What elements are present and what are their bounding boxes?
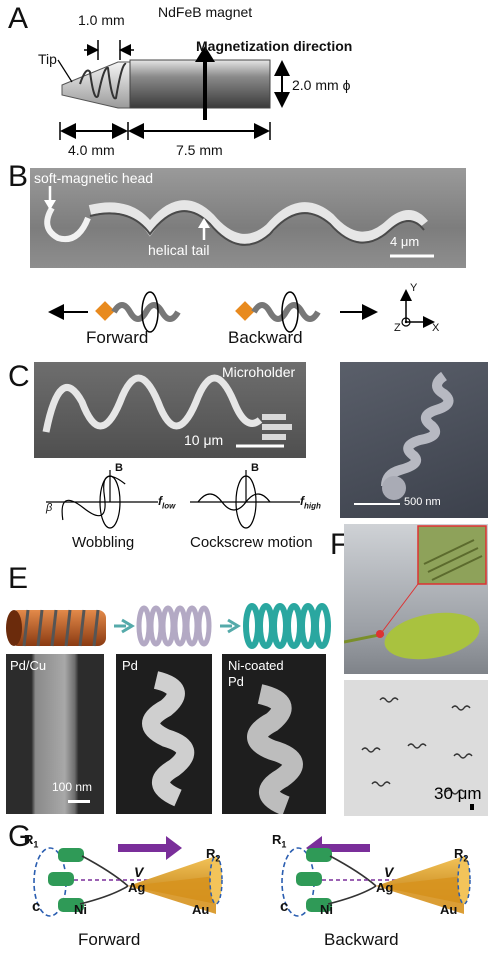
label-ag-b: Ag	[376, 880, 394, 895]
label-len-tip: 4.0 mm	[68, 142, 115, 158]
axis-y: Y	[410, 282, 418, 294]
label-beta: β	[46, 502, 53, 514]
label-ag-a: Ag	[128, 880, 146, 895]
label-nicoated-pd: Pd	[228, 674, 244, 689]
label-fhigh: fhigh	[300, 494, 321, 511]
sem-image-helix: soft-magnetic head helical tail 4 μm	[30, 168, 466, 268]
label-diameter: 2.0 mm ϕ	[292, 77, 351, 93]
label-r1-a: R1	[24, 832, 39, 850]
scale-d: 500 nm	[404, 496, 441, 508]
label-cockscrew: Cockscrew motion	[190, 534, 313, 551]
label-tip: Tip	[38, 51, 57, 67]
label-pdcu: Pd/Cu	[10, 658, 47, 673]
scale-bar-e	[68, 800, 90, 803]
label-head: soft-magnetic head	[34, 170, 154, 186]
label-backward-b: Backward	[228, 328, 303, 347]
label-v-a: V	[134, 864, 144, 880]
panel-label-g: G	[8, 820, 32, 853]
scale-b: 4 μm	[390, 234, 420, 249]
sem-image-pd: Pd	[116, 654, 212, 814]
sem-image-ni-pd: Ni-coated Pd	[222, 654, 326, 814]
sem-image-microholder: Microholder 10 μm	[34, 362, 306, 458]
sem-image-nanohelix: 500 nm	[340, 362, 488, 518]
label-ni-a: Ni	[74, 902, 87, 917]
spring-illustrations	[6, 603, 331, 649]
scale-f: 30 μm	[434, 784, 482, 803]
scale-c: 10 μm	[184, 432, 224, 448]
label-wobbling: Wobbling	[72, 534, 135, 551]
photo-leaf	[344, 524, 488, 674]
label-r2-a: R2	[206, 846, 221, 864]
nanohelix-drawing	[354, 371, 454, 505]
label-c-b: c	[280, 898, 289, 915]
motion-diagram-b	[48, 289, 435, 333]
label-b1: B	[115, 462, 123, 474]
label-nicoated: Ni-coated	[228, 658, 284, 673]
label-microholder: Microholder	[222, 364, 296, 380]
label-magnet: NdFeB magnet	[158, 4, 253, 20]
label-b2: B	[251, 462, 259, 474]
label-flow: flow	[158, 494, 176, 511]
helix-c-drawing	[42, 374, 292, 448]
label-pd: Pd	[122, 658, 138, 673]
panel-label-f: F	[330, 528, 349, 561]
axis-x: X	[432, 322, 440, 334]
label-len-magnet: 7.5 mm	[176, 142, 223, 158]
sem-image-pdcu: Pd/Cu 100 nm	[6, 654, 104, 814]
magnet-robot-diagram	[57, 40, 290, 140]
pd-helix-drawing	[142, 671, 195, 807]
label-v-b: V	[384, 864, 394, 880]
label-magnetization: Magnetization direction	[196, 38, 353, 54]
ni-pd-helix-drawing	[247, 684, 303, 814]
label-ni-b: Ni	[320, 902, 333, 917]
label-au-b: Au	[440, 902, 458, 917]
axis-z: Z	[394, 322, 401, 334]
leaf-drawing	[344, 525, 487, 660]
panel-label-e: E	[8, 562, 29, 595]
label-backward-g: Backward	[324, 930, 399, 949]
label-c-a: c	[32, 898, 41, 915]
label-forward-b: Forward	[86, 328, 149, 347]
label-pitch: 1.0 mm	[78, 12, 125, 28]
scale-e: 100 nm	[52, 780, 93, 794]
label-r1-b: R1	[272, 832, 287, 850]
nanomotor-diagram	[33, 836, 471, 917]
panel-label-a: A	[8, 2, 29, 35]
swimmers-drawing	[361, 697, 474, 810]
label-tail: helical tail	[148, 242, 210, 258]
helix-drawing	[44, 186, 434, 258]
label-au-a: Au	[192, 902, 210, 917]
label-forward-g: Forward	[78, 930, 141, 949]
label-r2-b: R2	[454, 846, 469, 864]
motion-diagram-c	[46, 470, 300, 529]
micrograph-swimmers: 30 μm	[344, 680, 488, 816]
panel-label-b: B	[8, 160, 29, 193]
panel-label-c: C	[8, 360, 30, 393]
